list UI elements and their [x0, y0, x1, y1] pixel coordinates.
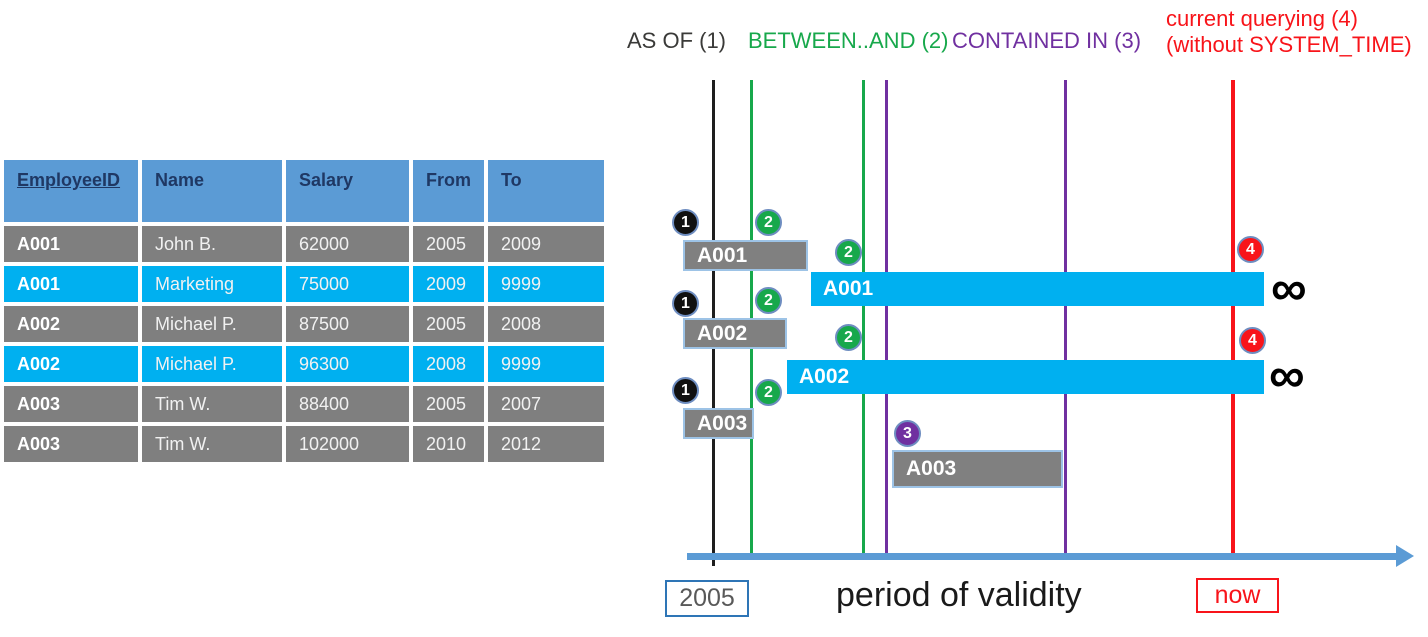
- table-cell: 2009: [488, 226, 604, 262]
- table-cell: A001: [4, 226, 138, 262]
- table-cell: John B.: [142, 226, 282, 262]
- badge-2-icon: 2: [835, 324, 862, 351]
- table-cell: A002: [4, 346, 138, 382]
- current-querying-label: current querying (4)(without SYSTEM_TIME…: [1166, 6, 1412, 57]
- axis-now-label: now: [1196, 578, 1279, 613]
- badge-2-icon: 2: [755, 209, 782, 236]
- table-cell: 2009: [413, 266, 484, 302]
- time-axis: [687, 553, 1399, 560]
- badge-3-icon: 3: [894, 420, 921, 447]
- infinity-icon: ∞: [1269, 347, 1305, 403]
- table-cell: 87500: [286, 306, 409, 342]
- table-cell: 2005: [413, 386, 484, 422]
- table-cell: Tim W.: [142, 426, 282, 462]
- between-end-line: [862, 80, 865, 557]
- bar-a001-current: A001: [811, 272, 1264, 306]
- column-header-name: Name: [142, 160, 282, 222]
- table-cell: 9999: [488, 266, 604, 302]
- table-cell: Tim W.: [142, 386, 282, 422]
- table-cell: A001: [4, 266, 138, 302]
- table-cell: A002: [4, 306, 138, 342]
- bar-a003-second: A003: [892, 450, 1063, 488]
- bar-a002-current: A002: [787, 360, 1264, 394]
- table-cell: 2012: [488, 426, 604, 462]
- table-cell: 75000: [286, 266, 409, 302]
- bar-label: A001: [697, 243, 748, 267]
- column-header-salary: Salary: [286, 160, 409, 222]
- column-header-to: To: [488, 160, 604, 222]
- infinity-icon: ∞: [1271, 260, 1307, 316]
- column-header-employeeid: EmployeeID: [4, 160, 138, 222]
- bar-label: A001: [823, 277, 874, 300]
- bar-a002-history: A002: [683, 318, 787, 349]
- table-cell: 2010: [413, 426, 484, 462]
- badge-4-icon: 4: [1239, 327, 1266, 354]
- as-of-label: AS OF (1): [627, 28, 727, 53]
- table-cell: 102000: [286, 426, 409, 462]
- table-cell: 62000: [286, 226, 409, 262]
- table-cell: 96300: [286, 346, 409, 382]
- table-cell: 88400: [286, 386, 409, 422]
- bar-label: A002: [799, 365, 850, 388]
- bar-label: A003: [906, 457, 957, 480]
- axis-title: period of validity: [836, 576, 1082, 614]
- bar-label: A003: [697, 411, 748, 435]
- column-header-from: From: [413, 160, 484, 222]
- bar-a001-history: A001: [683, 240, 808, 271]
- badge-2-icon: 2: [755, 287, 782, 314]
- badge-1-icon: 1: [672, 377, 699, 404]
- bar-label: A002: [697, 321, 748, 345]
- table-cell: 2008: [488, 306, 604, 342]
- contained-start-line: [885, 80, 888, 557]
- now-line: [1231, 80, 1235, 560]
- table-cell: Michael P.: [142, 306, 282, 342]
- time-axis-arrowhead-icon: [1396, 545, 1414, 567]
- table-cell: 9999: [488, 346, 604, 382]
- between-and-label: BETWEEN..AND (2): [748, 28, 949, 53]
- table-cell: Marketing: [142, 266, 282, 302]
- table-cell: 2008: [413, 346, 484, 382]
- contained-end-line: [1064, 80, 1067, 557]
- contained-in-label: CONTAINED IN (3): [952, 28, 1142, 53]
- table-cell: 2007: [488, 386, 604, 422]
- badge-1-icon: 1: [672, 290, 699, 317]
- badge-2-icon: 2: [755, 379, 782, 406]
- badge-1-icon: 1: [672, 209, 699, 236]
- badge-2-icon: 2: [835, 239, 862, 266]
- table-cell: 2005: [413, 306, 484, 342]
- table-cell: A003: [4, 426, 138, 462]
- table-cell: A003: [4, 386, 138, 422]
- table-cell: 2005: [413, 226, 484, 262]
- bar-a003-history: A003: [683, 408, 754, 439]
- axis-start-label: 2005: [665, 580, 749, 617]
- table-cell: Michael P.: [142, 346, 282, 382]
- badge-4-icon: 4: [1237, 236, 1264, 263]
